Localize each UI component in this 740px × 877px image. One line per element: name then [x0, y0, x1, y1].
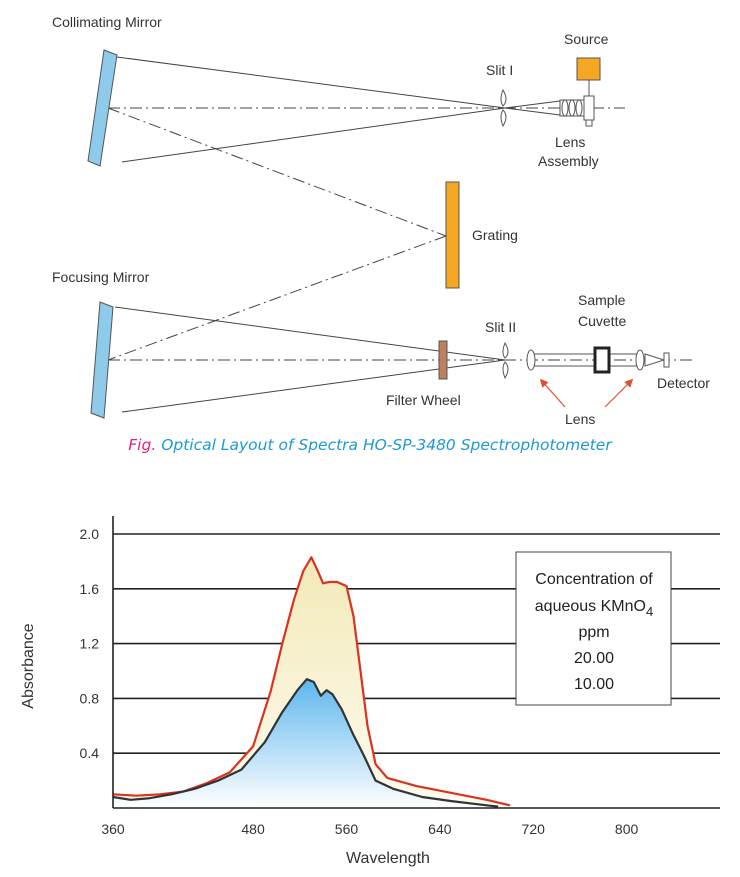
source-label: Source [564, 31, 609, 47]
lens-arrow-left [539, 378, 566, 408]
chart-areas [113, 557, 510, 808]
x-tick-label: 640 [428, 821, 452, 837]
sample-label-2: Cuvette [578, 313, 626, 329]
chart-axes [112, 516, 720, 809]
lens-assembly [559, 80, 595, 127]
filter-wheel-label: Filter Wheel [386, 392, 461, 408]
slit-2-label: Slit II [485, 319, 516, 335]
series-line-10.00 [112, 678, 499, 808]
lens-arrow-right [604, 378, 634, 408]
legend: Concentration of aqueous KMnO4 ppm 20.00… [515, 551, 672, 706]
y-tick-label: 0.4 [80, 745, 100, 761]
y-axis-label: Absorbance [20, 623, 37, 708]
collimating-mirror [87, 49, 118, 167]
x-axis-label: Wavelength [346, 850, 430, 867]
lens-label: Lens [565, 411, 595, 427]
lens-assembly-label-1: Lens [555, 134, 585, 150]
x-tick-label: 560 [335, 821, 359, 837]
focusing-mirror-label: Focusing Mirror [52, 269, 150, 285]
caption-text: Optical Layout of Spectra HO-SP-3480 Spe… [156, 436, 613, 454]
chart-lines [112, 556, 511, 808]
legend-line-2-main: aqueous KMnO [535, 598, 646, 615]
legend-line-3: ppm [578, 624, 609, 641]
lens-assembly-label-2: Assembly [538, 153, 599, 169]
figure-caption: Fig. Optical Layout of Spectra HO-SP-348… [128, 436, 613, 454]
slit-1-label: Slit I [486, 62, 513, 78]
chart-ticks: 2.0 1.6 1.2 0.8 0.4 360 480 560 640 720 800 [80, 526, 639, 837]
legend-series-10: 10.00 [574, 676, 614, 693]
lens-1 [526, 349, 536, 371]
series-line-20.00 [112, 556, 511, 807]
x-tick-label: 360 [101, 821, 125, 837]
caption-prefix: Fig. [128, 436, 156, 454]
grating-label: Grating [472, 227, 518, 243]
grating [445, 181, 460, 289]
source-lamp [576, 57, 601, 81]
y-tick-label: 0.8 [80, 690, 100, 706]
sample-cuvette [593, 346, 611, 374]
absorbance-chart: 2.0 1.6 1.2 0.8 0.4 360 480 560 640 720 800 Wavele… [20, 516, 720, 867]
x-tick-label: 720 [522, 821, 546, 837]
x-tick-label: 480 [241, 821, 265, 837]
legend-box [515, 551, 672, 706]
focusing-mirror [90, 301, 114, 419]
collimating-mirror-label: Collimating Mirror [52, 14, 162, 30]
slit-1 [500, 88, 507, 128]
legend-series-20: 20.00 [574, 650, 614, 667]
x-tick-label: 800 [615, 821, 639, 837]
legend-line-1: Concentration of [535, 571, 653, 588]
detector-label: Detector [657, 375, 710, 391]
slit-2 [502, 341, 509, 380]
sample-label-1: Sample [578, 292, 626, 308]
filter-wheel [438, 340, 448, 380]
detector [644, 352, 670, 368]
y-tick-label: 2.0 [80, 526, 100, 542]
sample-beam [530, 353, 640, 367]
y-tick-label: 1.2 [80, 636, 100, 652]
lens-2 [635, 349, 645, 371]
series-area-10.00 [113, 679, 499, 808]
optical-layout-diagram: Collimating Mirror Focusing Mirror Grati… [52, 14, 710, 454]
y-tick-label: 1.6 [80, 581, 100, 597]
legend-line-2: aqueous KMnO4 [535, 598, 653, 619]
legend-line-2-sub: 4 [646, 604, 653, 619]
